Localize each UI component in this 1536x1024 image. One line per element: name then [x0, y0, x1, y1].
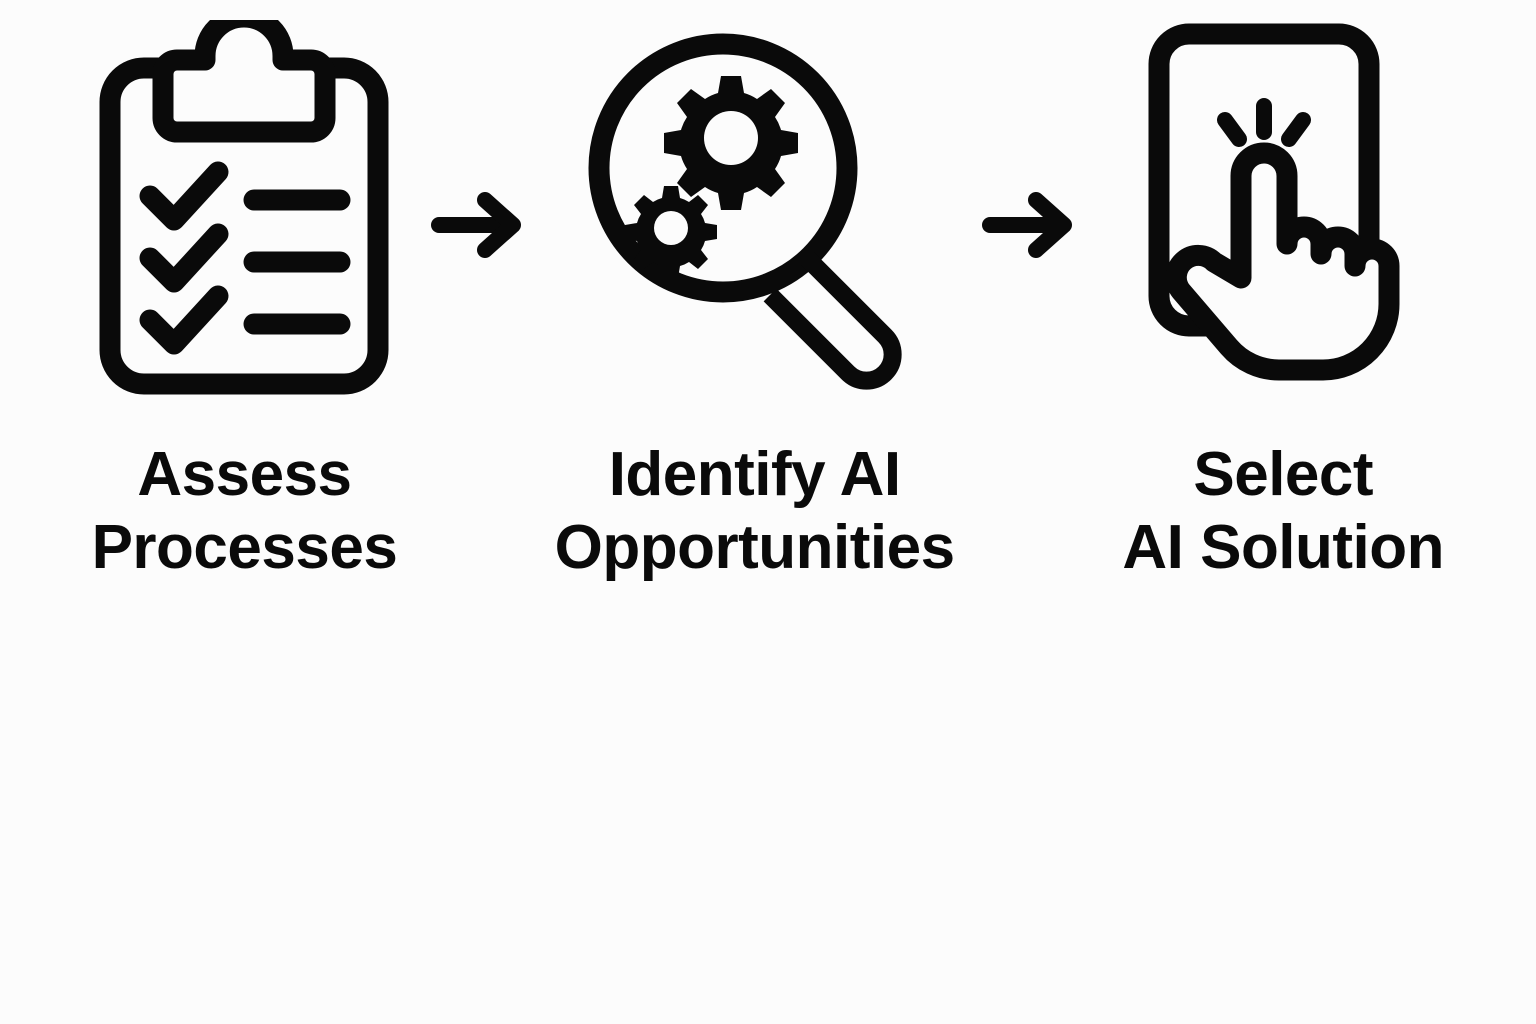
arrow-right-icon-1 — [419, 0, 539, 260]
process-step-1[interactable]: Assess Processes — [70, 0, 419, 584]
process-step-2[interactable]: Identify AI Opportunities — [539, 0, 971, 584]
arrow-right-icon-2 — [970, 0, 1090, 260]
process-step-3[interactable]: Select AI Solution — [1090, 0, 1476, 584]
process-step-3-label: Select AI Solution — [1122, 440, 1445, 583]
process-flow-row: Assess Processes — [70, 0, 1476, 584]
process-step-2-label: Identify AI Opportunities — [554, 440, 955, 583]
process-step-1-label: Assess Processes — [91, 440, 398, 583]
tap-hand-screen-icon — [1090, 0, 1476, 420]
clipboard-checklist-icon — [70, 0, 419, 420]
magnifier-gears-icon — [539, 0, 971, 420]
